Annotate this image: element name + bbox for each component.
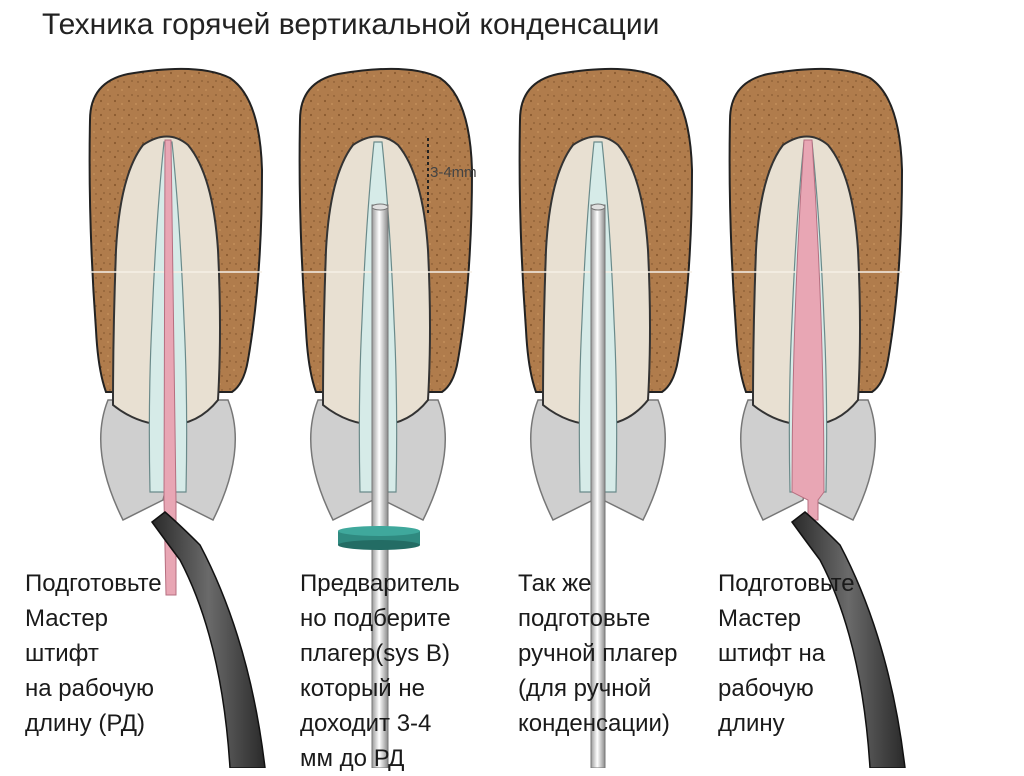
caption-line: (для ручной [518, 675, 652, 702]
caption-line: Мастер [718, 605, 802, 632]
caption-line: ручной плагер [518, 640, 678, 667]
caption-line: длину [718, 710, 785, 737]
measurement-marker: 3-4mm [427, 138, 477, 215]
caption-line: рабочую [718, 675, 814, 702]
caption-line: доходит 3-4 [300, 710, 432, 737]
caption-line: мм до РД [300, 745, 405, 772]
hand-plugger-icon [590, 203, 606, 768]
tooth-panel-4 [728, 67, 903, 521]
caption-line: который не [300, 675, 425, 702]
caption-line: подготовьте [518, 605, 651, 632]
caption-line: длину (РД) [25, 710, 145, 737]
caption-line: Так же [518, 570, 592, 597]
caption-line: конденсации) [518, 710, 670, 737]
measurement-label: 3-4mm [430, 164, 477, 181]
caption-line: но подберите [300, 605, 451, 632]
caption-line: штифт на [718, 640, 826, 667]
caption-panel-1: Подготовьте Мастер штифт на рабочую длин… [25, 566, 162, 741]
caption-line: штифт [25, 640, 99, 667]
diagram-title: Техника горячей вертикальной конденсации [42, 8, 660, 41]
caption-panel-2: Предваритель но подберите плагер(sys B) … [300, 566, 460, 776]
caption-line: Подготовьте [25, 570, 162, 597]
plugger-icon [338, 203, 420, 768]
tooth-panel-1 [88, 67, 263, 596]
caption-line: Предваритель [300, 570, 460, 597]
plugger-stop-icon [338, 526, 420, 550]
tooth-panel-3 [518, 67, 693, 521]
caption-panel-3: Так же подготовьте ручной плагер (для ру… [518, 566, 678, 741]
master-cone-gutta-percha [163, 139, 177, 596]
master-cone-gutta-percha [791, 139, 825, 521]
caption-panel-4: Подготовьте Мастер штифт на рабочую длин… [718, 566, 855, 741]
caption-line: Мастер [25, 605, 109, 632]
caption-line: на рабочую [25, 675, 155, 702]
caption-line: Подготовьте [718, 570, 855, 597]
caption-line: плагер(sys B) [300, 640, 450, 667]
